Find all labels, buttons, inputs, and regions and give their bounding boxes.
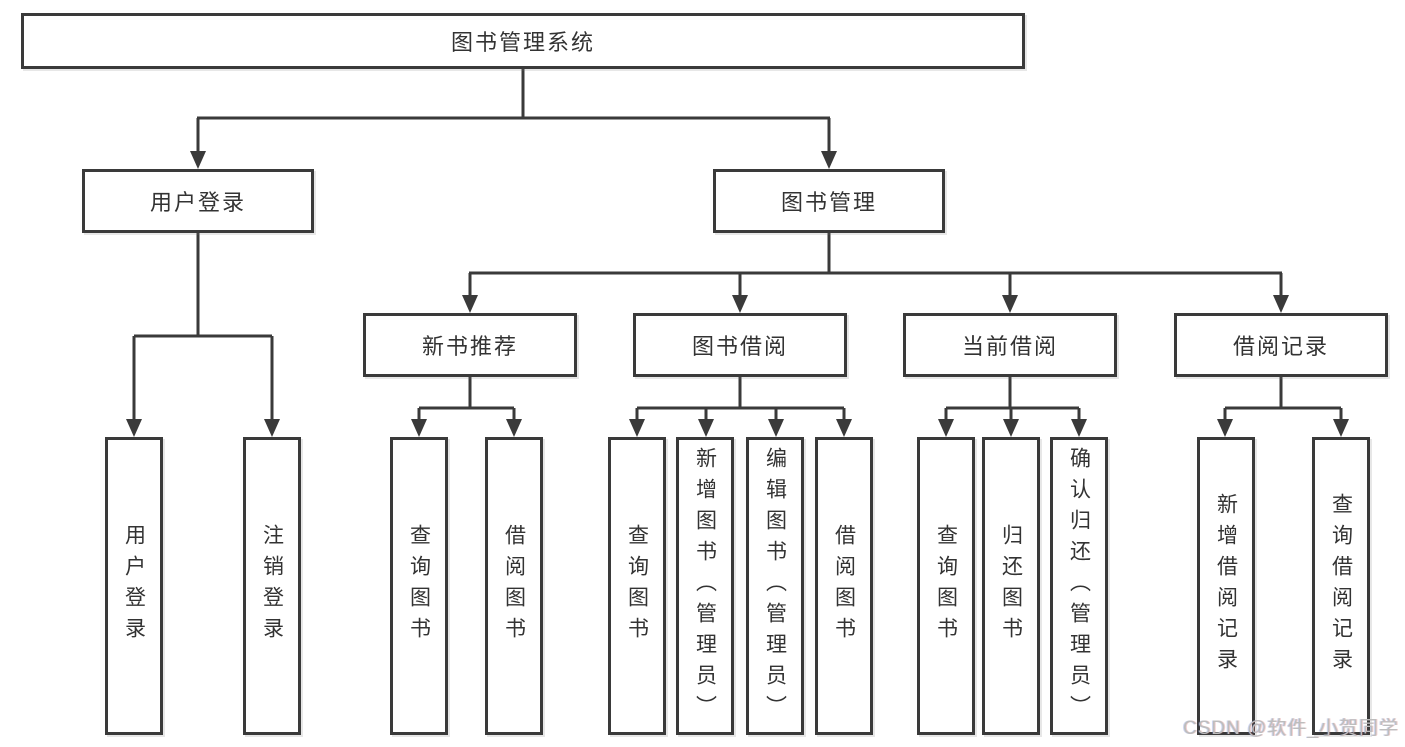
leaf-query-books-current-label: 查询图书 — [934, 524, 958, 648]
leaf-return-books: 归还图书 — [982, 437, 1040, 735]
node-user-login: 用户登录 — [82, 169, 314, 233]
leaf-user-login-label: 用户登录 — [122, 524, 146, 648]
leaf-return-books-label: 归还图书 — [999, 524, 1023, 648]
leaf-confirm-return-admin: 确认归还（管理员） — [1050, 437, 1108, 735]
leaf-query-books-borrowing: 查询图书 — [608, 437, 666, 735]
leaf-query-books-borrowing-label: 查询图书 — [625, 524, 649, 648]
leaf-query-borrow-record-label: 查询借阅记录 — [1329, 493, 1353, 679]
node-borrowing-records-label: 借阅记录 — [1232, 334, 1329, 359]
leaf-borrow-books-recommend: 借阅图书 — [485, 437, 543, 735]
connector-arrow-shafts — [132, 118, 1343, 423]
leaf-add-books-admin: 新增图书（管理员） — [676, 437, 734, 735]
leaf-edit-books-admin: 编辑图书（管理员） — [746, 437, 804, 735]
node-book-management-label: 图书管理 — [780, 190, 877, 215]
leaf-logout: 注销登录 — [243, 437, 301, 735]
node-borrowing-records: 借阅记录 — [1174, 313, 1388, 377]
leaf-add-books-admin-label: 新增图书（管理员） — [693, 446, 717, 726]
node-user-login-label: 用户登录 — [149, 190, 246, 215]
node-root-library-system: 图书管理系统 — [21, 13, 1025, 69]
leaf-logout-label: 注销登录 — [260, 524, 284, 648]
node-current-borrowing: 当前借阅 — [903, 313, 1117, 377]
node-book-borrowing: 图书借阅 — [633, 313, 847, 377]
leaf-query-books-current: 查询图书 — [917, 437, 975, 735]
leaf-confirm-return-admin-label: 确认归还（管理员） — [1067, 446, 1091, 726]
csdn-watermark: CSDN @软件_小贺同学 — [1183, 718, 1399, 739]
node-new-book-recommend: 新书推荐 — [363, 313, 577, 377]
leaf-add-borrow-record-label: 新增借阅记录 — [1214, 493, 1238, 679]
connector-elbows — [134, 66, 1341, 410]
leaf-user-login: 用户登录 — [105, 437, 163, 735]
node-root-label: 图书管理系统 — [450, 30, 595, 55]
leaf-borrow-books-borrowing-label: 借阅图书 — [832, 524, 856, 648]
node-book-borrowing-label: 图书借阅 — [691, 334, 788, 359]
leaf-borrow-books-recommend-label: 借阅图书 — [502, 524, 526, 648]
leaf-query-books-recommend: 查询图书 — [390, 437, 448, 735]
leaf-query-books-recommend-label: 查询图书 — [407, 524, 431, 648]
node-book-management: 图书管理 — [713, 169, 945, 233]
node-new-book-recommend-label: 新书推荐 — [421, 334, 518, 359]
leaf-borrow-books-borrowing: 借阅图书 — [815, 437, 873, 735]
node-current-borrowing-label: 当前借阅 — [961, 334, 1058, 359]
leaf-add-borrow-record: 新增借阅记录 — [1197, 437, 1255, 735]
leaf-query-borrow-record: 查询借阅记录 — [1312, 437, 1370, 735]
leaf-edit-books-admin-label: 编辑图书（管理员） — [763, 446, 787, 726]
